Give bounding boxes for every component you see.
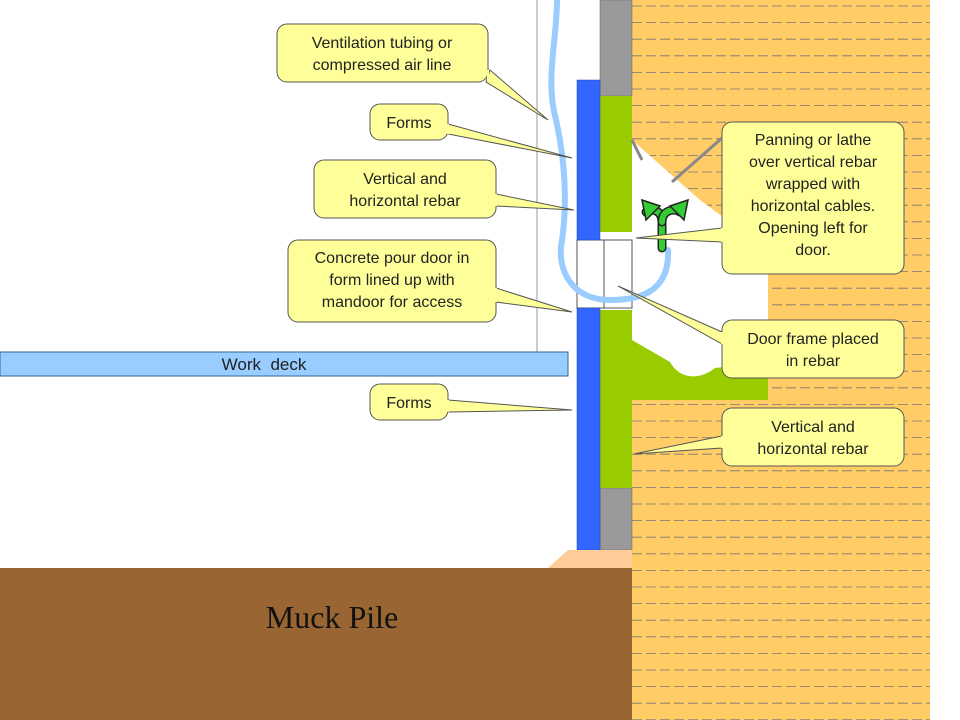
form-gray-top — [599, 0, 633, 97]
callout-panning-line-6: door. — [795, 242, 831, 259]
green-double-arrow-icon — [641, 198, 689, 253]
callout-rebar-right-line-1: Vertical and — [771, 419, 855, 436]
callout-panning-line-2: over vertical rebar — [749, 154, 878, 171]
form-base — [548, 550, 632, 568]
callout-door-frame: Door frame placed in rebar — [617, 285, 905, 379]
callout-panning-line-3: wrapped with — [765, 176, 860, 193]
callout-pour-door-line-3: mandoor for access — [322, 294, 463, 311]
callout-pour-door: Concrete pour door in form lined up with… — [287, 239, 573, 323]
callout-rebar-left: Vertical and horizontal rebar — [313, 159, 575, 219]
work-deck: Work deck — [0, 351, 569, 377]
callout-pour-door-line-1: Concrete pour door in — [315, 250, 470, 267]
form-blue-lower — [576, 307, 601, 551]
form-blue-upper — [576, 79, 601, 241]
callout-forms-bottom: Forms — [369, 383, 573, 421]
callout-ventilation-line-1: Ventilation tubing or — [312, 35, 453, 52]
callout-panning-line-1: Panning or lathe — [755, 132, 872, 149]
panning-pointer — [671, 136, 723, 184]
callout-panning: Panning or lathe over vertical rebar wra… — [635, 121, 905, 275]
callout-forms-top: Forms — [369, 103, 573, 159]
work-deck-bar — [0, 351, 569, 377]
callout-ventilation-line-2: compressed air line — [313, 57, 452, 74]
callout-ventilation: Ventilation tubing or compressed air lin… — [276, 23, 549, 121]
callout-forms-top-line-1: Forms — [386, 115, 431, 132]
concrete-column-upper — [600, 96, 632, 232]
callout-rebar-right: Vertical and horizontal rebar — [633, 407, 905, 467]
callout-forms-bottom-line-1: Forms — [386, 395, 431, 412]
callout-rebar-right-line-2: horizontal rebar — [757, 441, 869, 458]
callout-door-frame-line-2: in rebar — [786, 353, 841, 370]
muck-pile-area — [0, 568, 632, 720]
muck-pile: Muck Pile — [0, 568, 632, 720]
ventilation-tube — [548, 0, 672, 304]
concrete-ledge — [632, 340, 768, 400]
form-gray-bottom — [599, 487, 633, 551]
callout-pour-door-line-2: form lined up with — [329, 272, 454, 289]
work-deck-label: Work deck — [222, 355, 307, 374]
panning-line — [630, 139, 644, 161]
callout-panning-line-4: horizontal cables. — [751, 198, 876, 215]
callout-rebar-left-line-2: horizontal rebar — [349, 193, 461, 210]
callout-door-frame-line-1: Door frame placed — [747, 331, 879, 348]
callout-rebar-left-line-1: Vertical and — [363, 171, 447, 188]
callout-panning-line-5: Opening left for — [758, 220, 868, 237]
concrete-column-lower — [600, 310, 632, 488]
muck-pile-label: Muck Pile — [266, 599, 398, 635]
